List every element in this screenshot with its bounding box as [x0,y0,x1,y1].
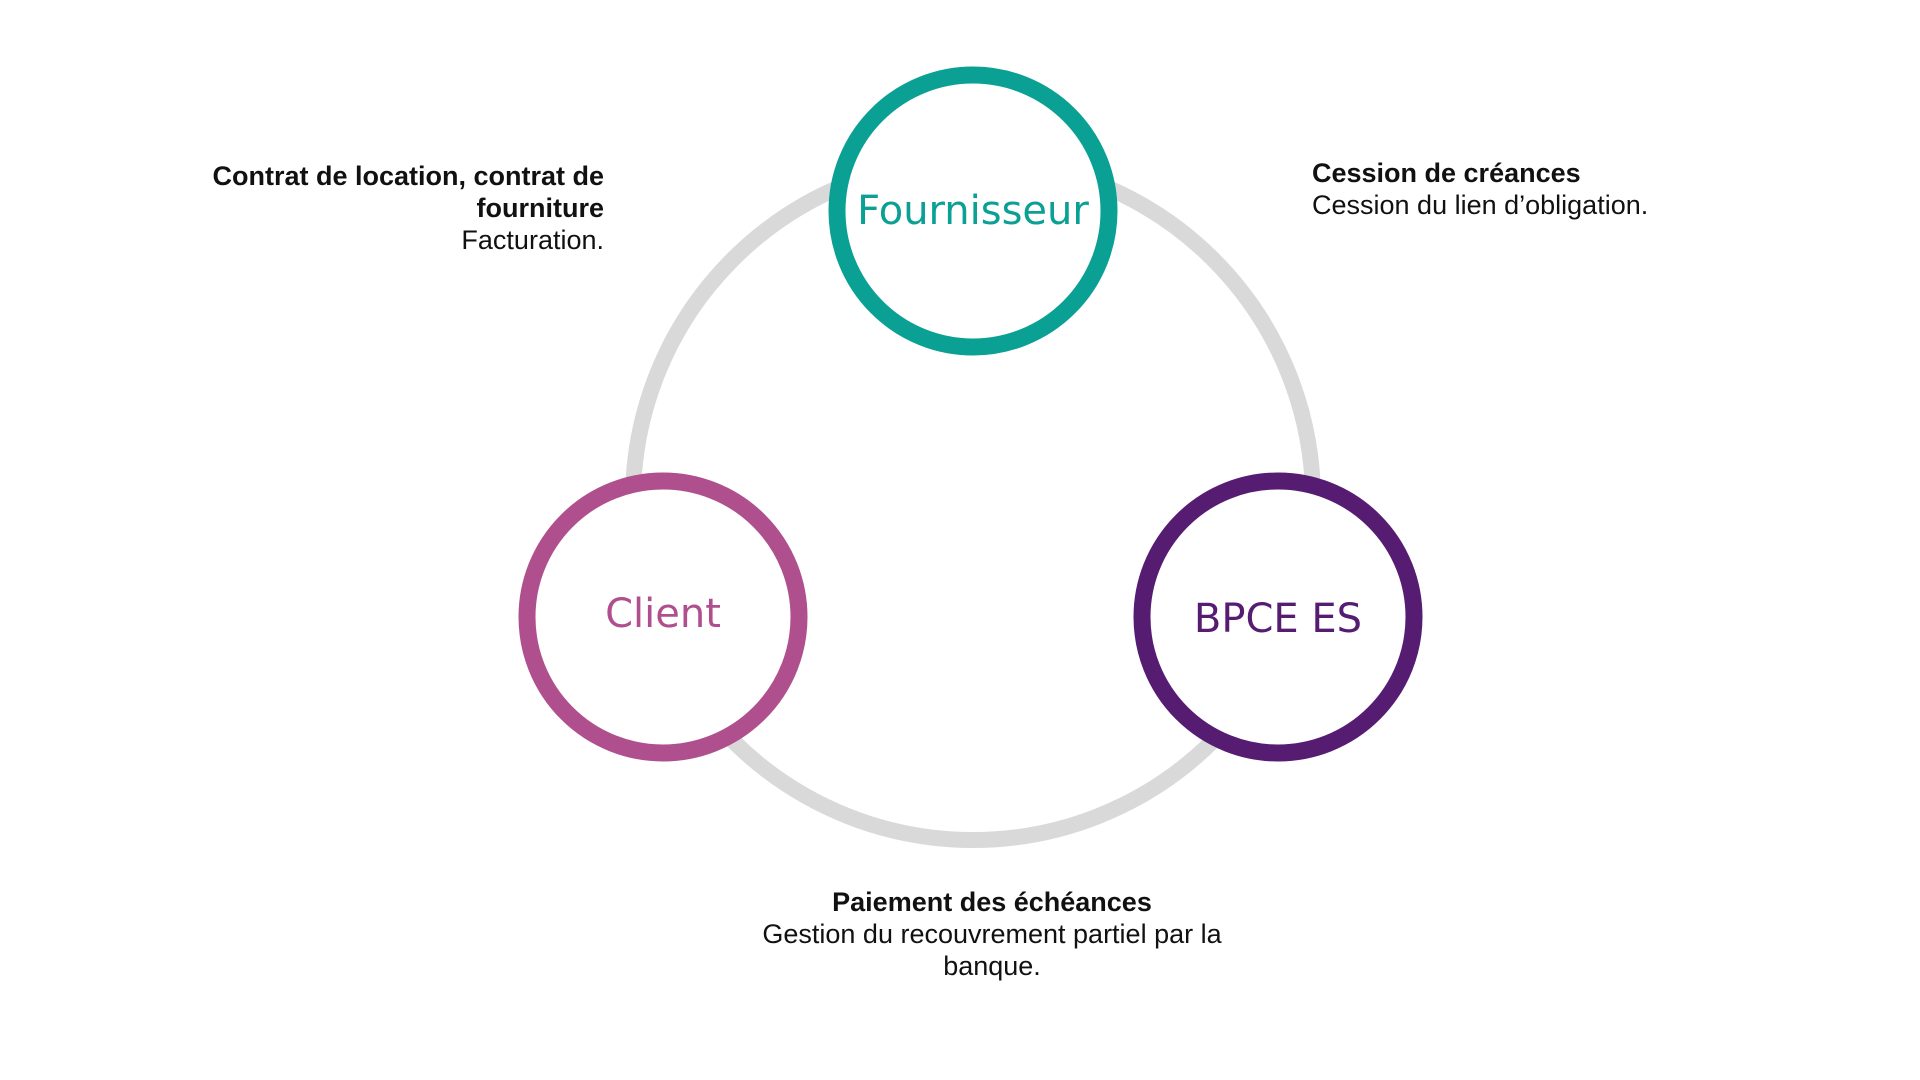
node-client-label: Client [605,591,721,637]
note-payment-title: Paiement des échéances [832,887,1152,917]
note-assignment: Cession de créances Cession du lien d’ob… [1312,157,1792,221]
node-bpce-label: BPCE ES [1194,596,1362,642]
node-client: Client [518,472,808,762]
node-fournisseur-circle [828,66,1118,356]
note-contract: Contrat de location, contrat de fournitu… [184,160,604,256]
node-bpce: BPCE ES [1133,472,1423,762]
note-payment: Paiement des échéances Gestion du recouv… [712,886,1272,982]
note-assignment-body: Cession du lien d’obligation. [1312,190,1649,220]
note-contract-title: Contrat de location, contrat de fournitu… [212,161,604,223]
node-client-circle [518,472,808,762]
note-payment-body: Gestion du recouvrement partiel par la b… [762,919,1222,981]
note-contract-body: Facturation. [461,225,604,255]
node-fournisseur: Fournisseur [828,66,1118,356]
node-fournisseur-label: Fournisseur [857,188,1089,234]
note-assignment-title: Cession de créances [1312,158,1581,188]
node-bpce-circle [1133,472,1423,762]
